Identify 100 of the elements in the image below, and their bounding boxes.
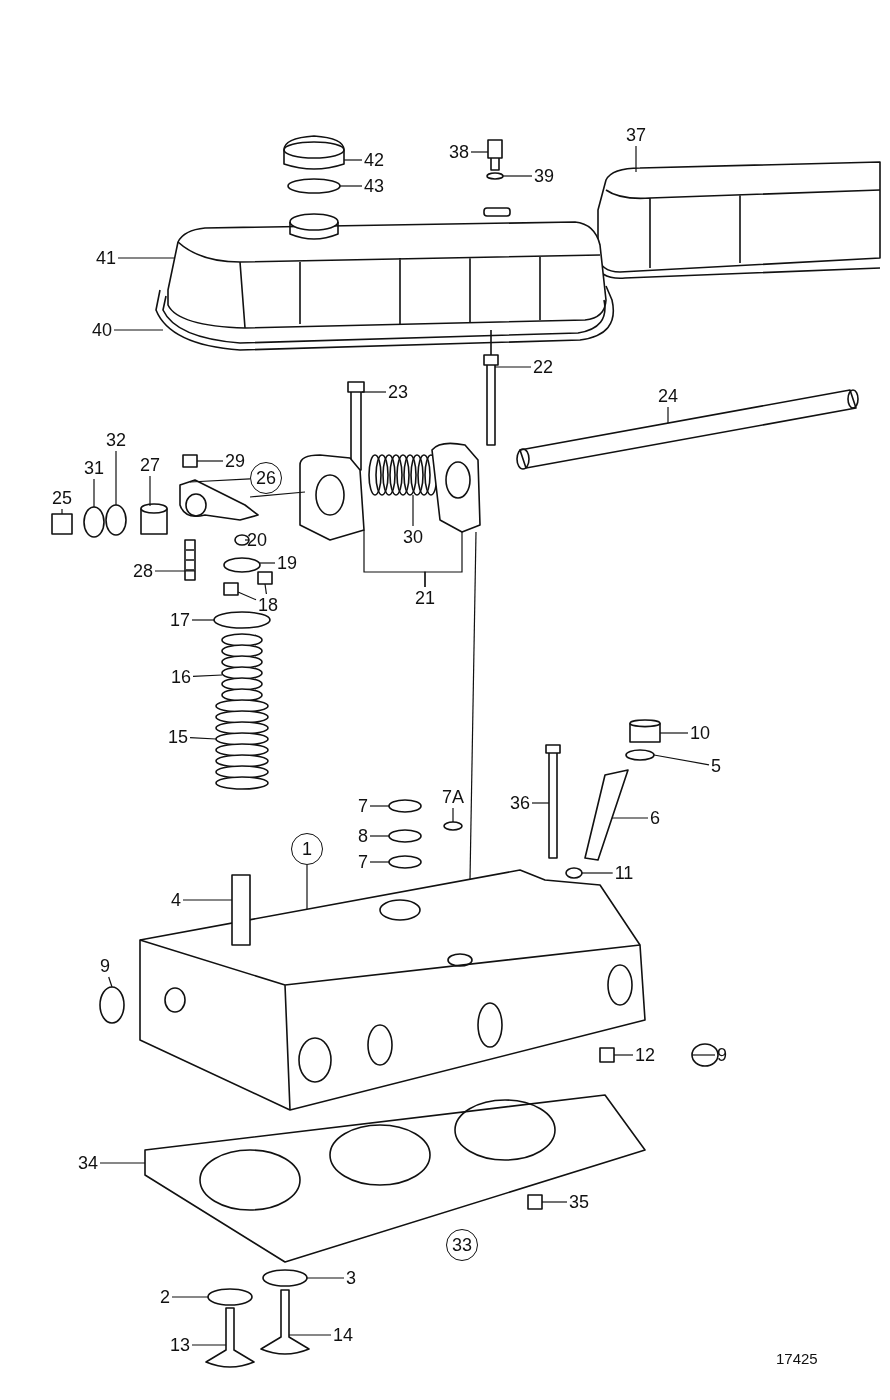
- callout-number: 8: [356, 825, 370, 847]
- leader-line: [306, 864, 308, 910]
- leader-line: [369, 835, 390, 837]
- callout-number: 9: [98, 955, 112, 977]
- callout-number: 41: [94, 247, 118, 269]
- leader-line: [115, 450, 117, 506]
- leader-line: [659, 732, 689, 734]
- circled-callout-number: 1: [291, 833, 323, 865]
- leader-line: [61, 508, 63, 515]
- callout-number: 15: [166, 726, 190, 748]
- callout-number: 35: [567, 1191, 591, 1213]
- callout-number: 4: [169, 889, 183, 911]
- leader-line: [306, 1277, 345, 1279]
- leader-line: [343, 159, 363, 161]
- callout-number: 17: [168, 609, 192, 631]
- leader-line: [237, 591, 257, 601]
- callout-number: 39: [532, 165, 556, 187]
- washer: [388, 829, 422, 843]
- seal-ring: [287, 178, 341, 194]
- callout-number: 13: [168, 1334, 192, 1356]
- valve-collet: [257, 571, 273, 585]
- callout-number: 31: [82, 457, 106, 479]
- rocker-bracket: [431, 442, 481, 533]
- rocker-bracket: [299, 454, 365, 541]
- valve-cap: [234, 534, 250, 546]
- plug: [599, 1047, 615, 1063]
- leader-line: [611, 817, 649, 819]
- bolt: [483, 329, 499, 446]
- leader-line: [494, 366, 532, 368]
- bolt: [487, 139, 503, 171]
- leader-line: [581, 872, 614, 874]
- callout-number: 5: [709, 755, 723, 777]
- callout-number: 6: [648, 807, 662, 829]
- plug: [527, 1194, 543, 1210]
- adjusting-screw: [184, 539, 196, 581]
- callout-number: 34: [76, 1152, 100, 1174]
- leader-line: [189, 478, 251, 483]
- plug: [99, 986, 125, 1024]
- leader-line: [531, 802, 550, 804]
- callout-number: 24: [656, 385, 680, 407]
- spring-retainer: [223, 557, 261, 573]
- valve-cover: [167, 207, 607, 329]
- plug: [691, 1043, 719, 1067]
- circlip: [83, 506, 105, 538]
- callout-number: 7: [356, 795, 370, 817]
- nut: [182, 454, 198, 468]
- callout-number: 28: [131, 560, 155, 582]
- callout-number: 30: [401, 526, 425, 548]
- callout-number: 10: [688, 722, 712, 744]
- washer: [443, 821, 463, 831]
- leader-line: [191, 1344, 227, 1346]
- leader-line: [653, 754, 710, 766]
- injector-cap: [629, 719, 661, 743]
- leader-line: [502, 175, 533, 177]
- outer-valve-spring: [215, 699, 269, 790]
- callout-number: 2: [158, 1286, 172, 1308]
- callout-number: 23: [386, 381, 410, 403]
- washer: [105, 504, 127, 536]
- callout-number: 43: [362, 175, 386, 197]
- leader-line: [369, 805, 390, 807]
- callout-number: 18: [256, 594, 280, 616]
- circled-callout-number: 33: [446, 1229, 478, 1261]
- callout-number: 7A: [440, 786, 466, 808]
- leader-line: [192, 674, 223, 677]
- drawing-number: 17425: [776, 1350, 818, 1367]
- callout-number: 32: [104, 429, 128, 451]
- cover-gasket: [155, 285, 615, 351]
- leader-line: [259, 562, 276, 564]
- callout-number: 42: [362, 149, 386, 171]
- leader-line: [154, 570, 196, 572]
- leader-line: [264, 583, 267, 595]
- callout-number: 9: [715, 1044, 729, 1066]
- leader-line: [339, 185, 363, 187]
- spring: [368, 454, 438, 496]
- leader-line: [613, 1054, 634, 1056]
- callout-number: 37: [624, 124, 648, 146]
- callout-number: 22: [531, 356, 555, 378]
- bolt: [347, 381, 365, 471]
- rocker-arm: [179, 479, 259, 521]
- callout-number: 16: [169, 666, 193, 688]
- callout-number: 36: [508, 792, 532, 814]
- callout-number: 25: [50, 487, 74, 509]
- callout-number: 21: [413, 587, 437, 609]
- leader-line: [189, 737, 217, 740]
- leader-line: [113, 329, 164, 331]
- callout-number: 27: [138, 454, 162, 476]
- leader-line: [361, 391, 387, 393]
- leader-line: [149, 475, 151, 507]
- leader-line: [424, 531, 463, 588]
- leader-line: [117, 257, 176, 259]
- callout-number: 19: [275, 552, 299, 574]
- leader-line: [369, 861, 390, 863]
- leader-line: [191, 619, 215, 621]
- injector-sleeve: [584, 769, 629, 861]
- callout-number: 20: [245, 529, 269, 551]
- leader-line: [244, 539, 250, 541]
- washer: [388, 855, 422, 869]
- inner-valve-spring: [221, 633, 263, 702]
- leader-line: [249, 491, 306, 498]
- leader-line: [182, 899, 233, 901]
